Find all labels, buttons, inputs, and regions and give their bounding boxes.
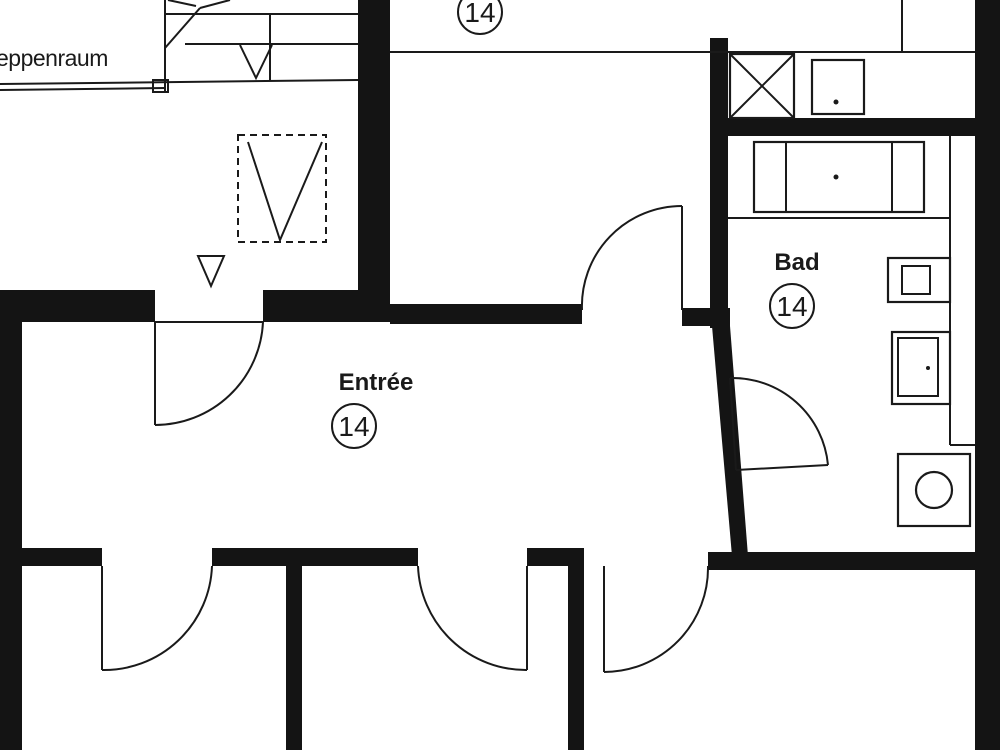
washbasin-small-icon [886,256,952,304]
wall-partition-1 [286,566,302,750]
wall-bath-left [710,38,728,328]
room-label-treppenraum: eppenraum [0,45,108,71]
room-number-bad-text: 14 [776,291,807,322]
room-number-entree: 14 [331,403,377,449]
washbasin-icon [890,330,952,406]
wall-bottom-1 [22,548,102,566]
wall-bottom-3 [527,548,584,566]
wall-bottom-4 [708,552,980,570]
doors [101,205,829,673]
wall-entree-top-left [0,290,155,322]
room-label-bad: Bad [774,249,819,276]
bathroom-fixtures [728,136,975,528]
wall-entree-top-right [390,304,582,324]
shaft-box-icon [728,52,796,120]
wall-stair-right [358,0,390,318]
bathtub-icon [752,140,926,214]
shower-tray-icon [810,58,866,116]
room-number-bad: 14 [769,283,815,329]
wall-bath-top [718,118,980,136]
direction-arrow-icon [196,255,226,289]
room-label-entree: Entrée [339,369,414,396]
staircase [0,0,359,93]
wall-left-outer [0,290,22,750]
wall-partition-2 [568,566,584,750]
wall-bath-left-angled [712,326,748,556]
wall-entree-top-middle [263,290,390,322]
wall-bottom-2 [212,548,418,566]
washing-machine-icon [896,452,972,528]
wall-right-outer [975,0,1000,750]
room-number-top: 14 [457,0,503,35]
top-right-fixtures [390,0,975,120]
attic-hatch [237,134,327,243]
room-number-top-text: 14 [464,0,495,28]
room-number-entree-text: 14 [338,411,369,442]
